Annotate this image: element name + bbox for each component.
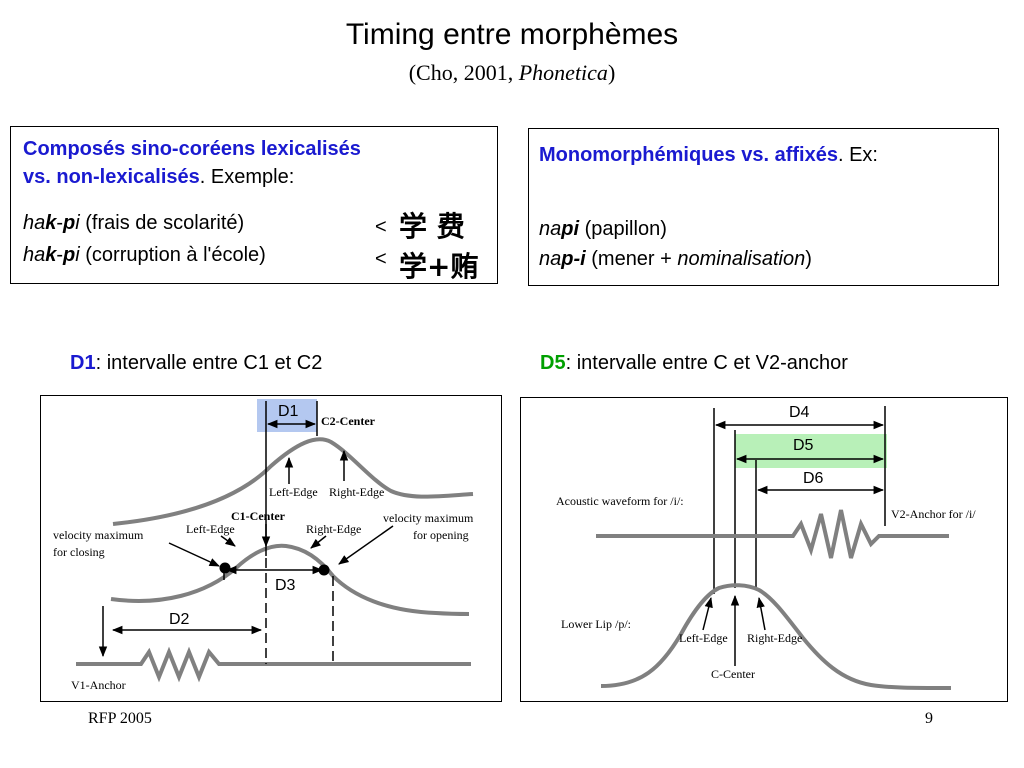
d1-timing-diagram: D1 C2-Center Left-Edge Right-Edge C1-Cen… [40,395,502,702]
v2-anchor-label: V2-Anchor for /i/ [891,507,976,521]
affixation-box: Monomorphémiques vs. affixés. Ex: napi (… [528,128,999,286]
box-left-heading-2: vs. non-lexicalisés. Exemple: [23,166,295,188]
vel-opening-label-2: for opening [413,528,469,542]
vel-opening-arrow [338,525,394,565]
page-number: 9 [925,710,933,727]
hanzi-xuefei: 学 费 [399,210,465,243]
d5-diagram-svg: D4 D5 D6 Acoustic waveform for /i/: V2-A… [556,404,976,690]
vel-closing-arrow [168,542,220,567]
d6-label: D6 [803,470,824,487]
caption-d1: D1: intervalle entre C1 et C2 [70,352,323,374]
right-edge-arrow-r [756,596,766,631]
c2-gesture-curve [112,437,474,526]
v1-anchor-label: V1-Anchor [71,678,126,692]
acoustic-waveform [596,509,949,559]
v1-acoustic-signal [76,646,471,683]
d2-label: D2 [169,611,190,628]
box-right-heading: Monomorphémiques vs. affixés. Ex: [539,144,878,166]
example-hakpi-1: hak-pi (frais de scolarité) [23,212,245,234]
closing-velocity-dot [219,562,231,574]
vel-closing-label-2: for closing [53,545,105,559]
left-edge-label-r: Left-Edge [679,631,728,645]
less-than-2: < [375,248,387,270]
d5-timing-diagram: D4 D5 D6 Acoustic waveform for /i/: V2-A… [520,397,1008,702]
less-than-1: < [375,216,387,238]
c-center-label: C-Center [711,667,755,681]
citation-suffix: ) [607,60,616,85]
lower-lip-label: Lower Lip /p/: [561,617,631,631]
c1-gesture-curve [110,543,470,616]
example-napi: napi (papillon) [539,218,667,240]
caption-d5: D5: intervalle entre C et V2-anchor [540,352,848,374]
right-edge-label-r: Right-Edge [747,631,802,645]
slide-title: Timing entre morphèmes [345,18,679,51]
acoustic-waveform-label: Acoustic waveform for /i/: [556,494,684,508]
left-edge-arrow [220,535,236,547]
left-edge-arrow-r [702,596,713,631]
example-nap-i: nap-i (mener + nominalisation) [539,248,812,270]
box-left-heading-1: Composés sino-coréens lexicalisés [23,138,361,160]
d1-label: D1 [278,403,299,420]
c1-center-label: C1-Center [231,509,286,523]
d4-label: D4 [789,404,810,421]
vel-closing-label-1: velocity maximum [53,528,144,542]
c2-center-label: C2-Center [321,414,376,428]
footer-left: RFP 2005 [88,710,152,727]
citation-journal: Phonetica [518,60,608,85]
right-edge-arrow [310,535,327,549]
left-edge-label: Left-Edge [186,522,235,536]
vel-opening-label-1: velocity maximum [383,511,474,525]
d3-label: D3 [275,577,296,594]
right-edge-label: Right-Edge [306,522,361,536]
lower-lip-curve [600,583,952,690]
hanzi-xuehui: 学+贿 [399,250,479,283]
sino-korean-box: Composés sino-coréens lexicalisés vs. no… [10,126,498,284]
slide-subtitle: (Cho, 2001, Phonetica) [0,60,1024,86]
d1-diagram-svg: D1 C2-Center Left-Edge Right-Edge C1-Cen… [53,399,474,692]
left-edge-top-label: Left-Edge [269,485,318,499]
d5-label: D5 [793,437,814,454]
right-edge-top-label: Right-Edge [329,485,384,499]
example-hakpi-2: hak-pi (corruption à l'école) [23,244,266,266]
citation-prefix: (Cho, 2001, [408,60,519,85]
